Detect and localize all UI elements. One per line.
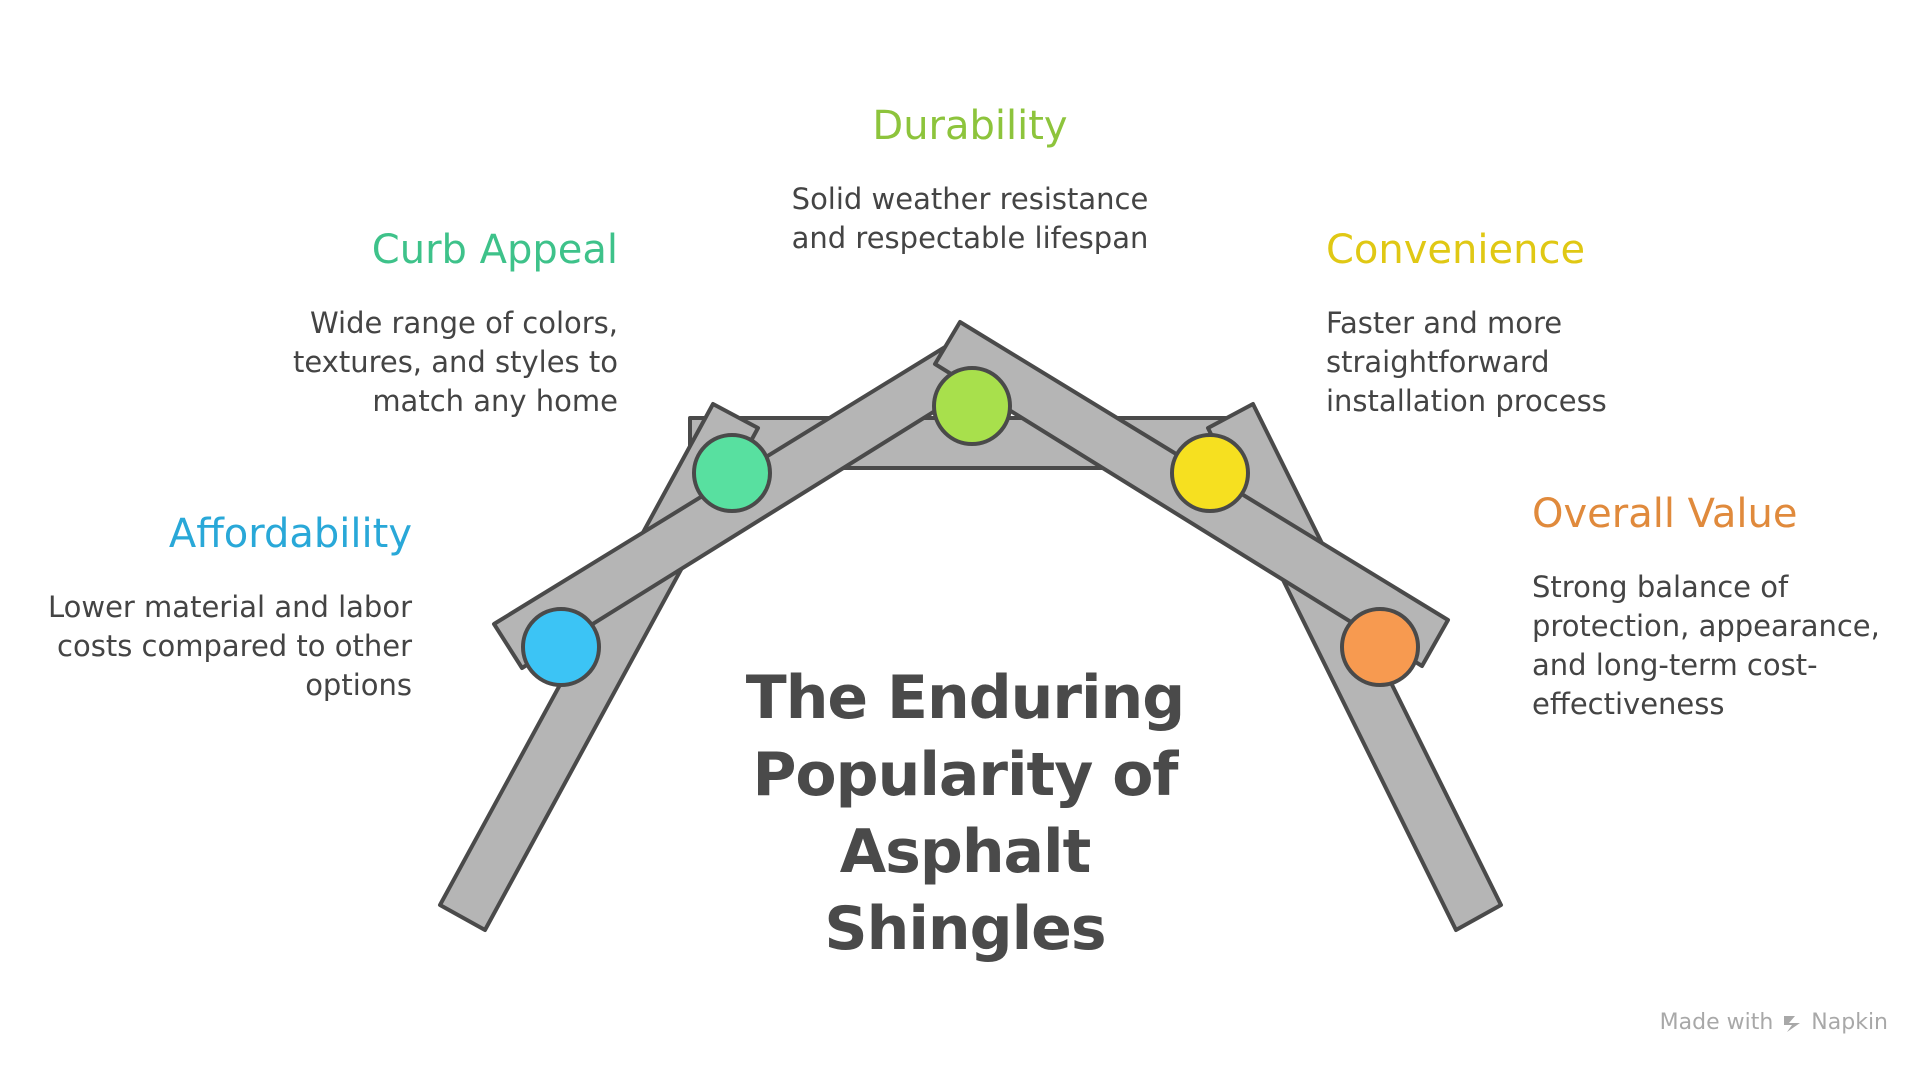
durability-node (932, 366, 1012, 446)
curb-appeal-node (692, 433, 772, 513)
overall-value-heading: Overall Value (1532, 491, 1798, 537)
affordability-node (521, 607, 601, 687)
convenience-heading: Convenience (1326, 227, 1586, 273)
watermark-brand: Napkin (1811, 1010, 1888, 1035)
affordability-description: Lower material and labor costs compared … (47, 590, 412, 702)
napkin-logo-icon (1784, 1015, 1801, 1032)
convenience-description: Faster and more straightforward installa… (1326, 306, 1607, 418)
watermark-prefix: Made with (1659, 1010, 1774, 1035)
napkin-watermark[interactable]: Made with Napkin (1660, 1010, 1888, 1035)
durability-heading: Durability (872, 103, 1068, 149)
curb-appeal-description: Wide range of colors, textures, and styl… (292, 306, 618, 418)
affordability-heading: Affordability (168, 511, 412, 557)
convenience-node (1170, 433, 1250, 513)
nodes (521, 366, 1420, 687)
curb-appeal-heading: Curb Appeal (371, 227, 618, 273)
diagram-title: The Enduring Popularity of Asphalt Shing… (745, 663, 1185, 964)
overall-value-node (1340, 607, 1420, 687)
durability-description: Solid weather resistance and respectable… (791, 182, 1149, 255)
overall-value-description: Strong balance of protection, appearance… (1532, 570, 1880, 721)
